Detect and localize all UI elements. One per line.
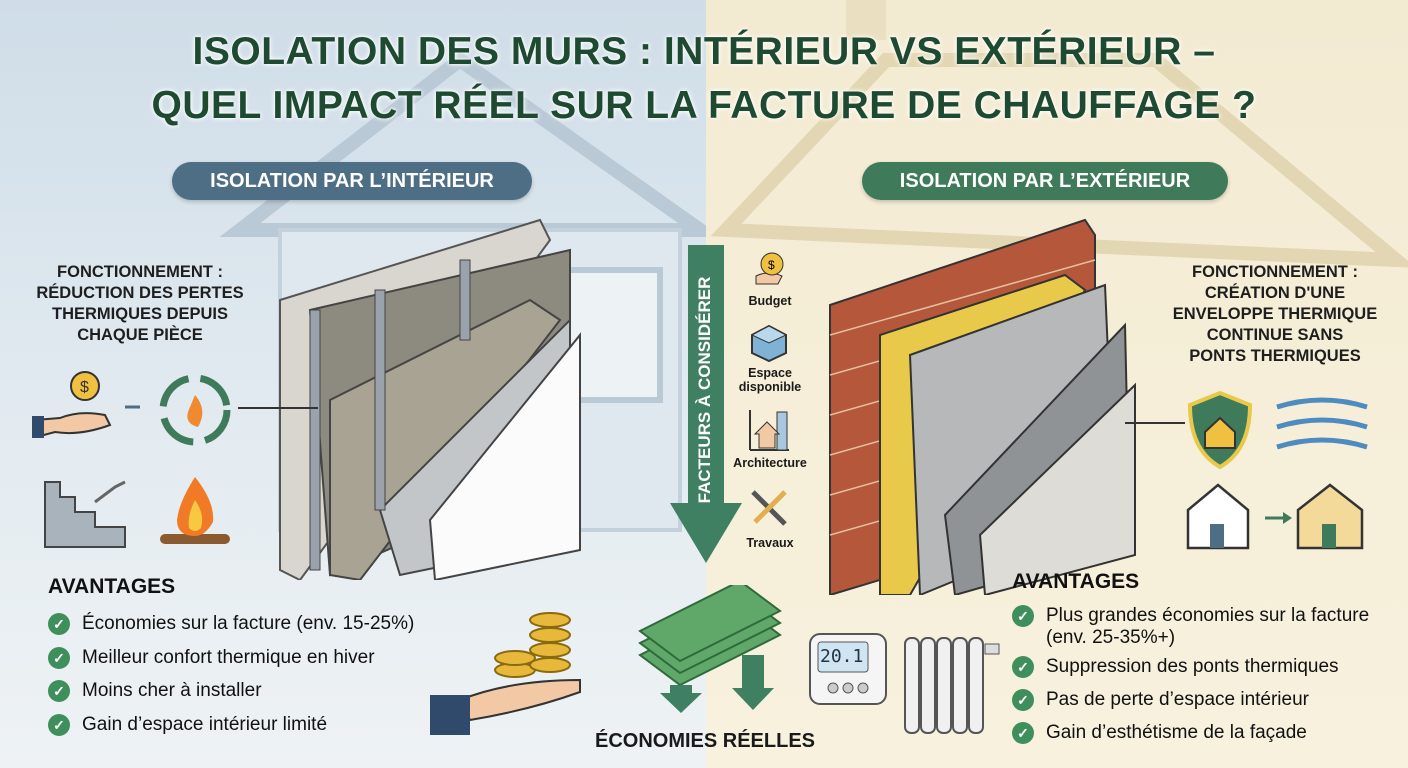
interior-wall-illustration	[279, 218, 581, 580]
heat-recycle-icon	[125, 374, 231, 446]
factor-travaux: Travaux	[746, 536, 794, 550]
left-advantage-item: ✓ Économies sur la facture (env. 15-25%)	[48, 613, 414, 635]
fonct-line: FONCTIONNEMENT :	[57, 263, 223, 281]
right-advantage-item: ✓ Plus grandes économies sur la facture (…	[1012, 605, 1372, 649]
economies-reelles: ÉCONOMIES RÉELLES	[594, 730, 816, 752]
thermostat-reading: 20.1	[820, 646, 864, 667]
right-avantages-title: AVANTAGES	[1012, 570, 1140, 593]
advantage-text: Plus grandes économies sur la facture (e…	[1046, 605, 1370, 648]
fonct-line: CONTINUE SANS	[1206, 326, 1344, 344]
money-stack-icon	[638, 585, 782, 713]
check-icon: ✓	[1012, 689, 1034, 711]
fonct-line: PONTS THERMIQUES	[1189, 347, 1361, 365]
fonct-line: ENVELOPPE THERMIQUE	[1172, 305, 1378, 323]
advantage-text: Gain d’espace intérieur limité	[82, 714, 328, 735]
fonct-line: RÉDUCTION DES PERTES	[36, 284, 244, 302]
right-fonctionnement: FONCTIONNEMENT : CRÉATION D'UNE ENVELOPP…	[1150, 262, 1400, 367]
factor-espace-label: Espace disponible	[738, 366, 802, 394]
exterior-insulation-pill: ISOLATION PAR L’EXTÉRIEUR	[862, 162, 1228, 200]
factor-budget: Budget	[748, 294, 792, 308]
check-icon: ✓	[48, 647, 70, 669]
shield-house-icon	[1187, 390, 1253, 470]
wind-flow-icon	[1276, 397, 1368, 450]
house-outline-right	[710, 0, 1408, 268]
thermostat-icon	[809, 633, 887, 705]
left-fonctionnement: FONCTIONNEMENT : RÉDUCTION DES PERTES TH…	[20, 262, 260, 346]
title-line-1: ISOLATION DES MURS : INTÉRIEUR VS EXTÉRI…	[192, 30, 1216, 73]
budget-icon: $	[755, 252, 784, 285]
radiator-icon	[904, 637, 1000, 734]
check-icon: ✓	[1012, 605, 1034, 627]
factors-label: FACTEURS À CONSIDÉRER	[695, 276, 714, 504]
fire-icon	[160, 477, 230, 544]
interior-insulation-pill: ISOLATION PAR L’INTÉRIEUR	[172, 162, 532, 200]
exterior-wall-illustration	[829, 218, 1136, 595]
advantage-text: Économies sur la facture (env. 15-25%)	[82, 613, 415, 634]
advantage-text: Pas de perte d’espace intérieur	[1046, 689, 1309, 710]
right-advantage-item: ✓ Suppression des ponts thermiques	[1012, 656, 1339, 678]
advantage-text: Gain d’esthétisme de la façade	[1046, 722, 1307, 743]
left-avantages-title: AVANTAGES	[48, 575, 176, 598]
advantage-text: Moins cher à installer	[82, 680, 262, 701]
right-advantage-item: ✓ Pas de perte d’espace intérieur	[1012, 689, 1309, 711]
fonct-line: THERMIQUES DEPUIS	[51, 305, 229, 323]
svg-text:$: $	[80, 379, 89, 396]
tools-icon	[751, 490, 787, 526]
brick-wall-icon	[44, 480, 126, 548]
check-icon: ✓	[48, 680, 70, 702]
fonct-line: CHAQUE PIÈCE	[77, 326, 203, 344]
check-icon: ✓	[1012, 656, 1034, 678]
leader-line	[1125, 422, 1185, 424]
house-upgrade-icon	[1186, 483, 1364, 550]
right-advantage-item: ✓ Gain d’esthétisme de la façade	[1012, 722, 1307, 744]
check-icon: ✓	[48, 613, 70, 635]
svg-text:$: $	[768, 258, 775, 272]
factor-architecture: Architecture	[733, 456, 807, 470]
left-advantage-item: ✓ Moins cher à installer	[48, 680, 262, 702]
hand-coin-icon: $	[32, 371, 112, 438]
left-advantage-item: ✓ Meilleur confort thermique en hiver	[48, 647, 375, 669]
architecture-icon	[749, 410, 789, 451]
factors-arrow	[670, 245, 742, 563]
fonct-line: FONCTIONNEMENT :	[1192, 263, 1358, 281]
check-icon: ✓	[48, 714, 70, 736]
check-icon: ✓	[1012, 722, 1034, 744]
title-line-2: QUEL IMPACT RÉEL SUR LA FACTURE DE CHAUF…	[151, 84, 1257, 127]
left-advantage-item: ✓ Gain d’espace intérieur limité	[48, 714, 327, 736]
factor-espace: Espace disponible	[725, 366, 815, 394]
fonct-line: CRÉATION D'UNE	[1204, 284, 1346, 302]
advantage-text: Meilleur confort thermique en hiver	[82, 647, 375, 668]
advantage-text: Suppression des ponts thermiques	[1046, 656, 1339, 677]
hand-coins-icon	[430, 612, 581, 735]
leader-line	[238, 407, 318, 409]
cube-icon	[750, 324, 788, 363]
